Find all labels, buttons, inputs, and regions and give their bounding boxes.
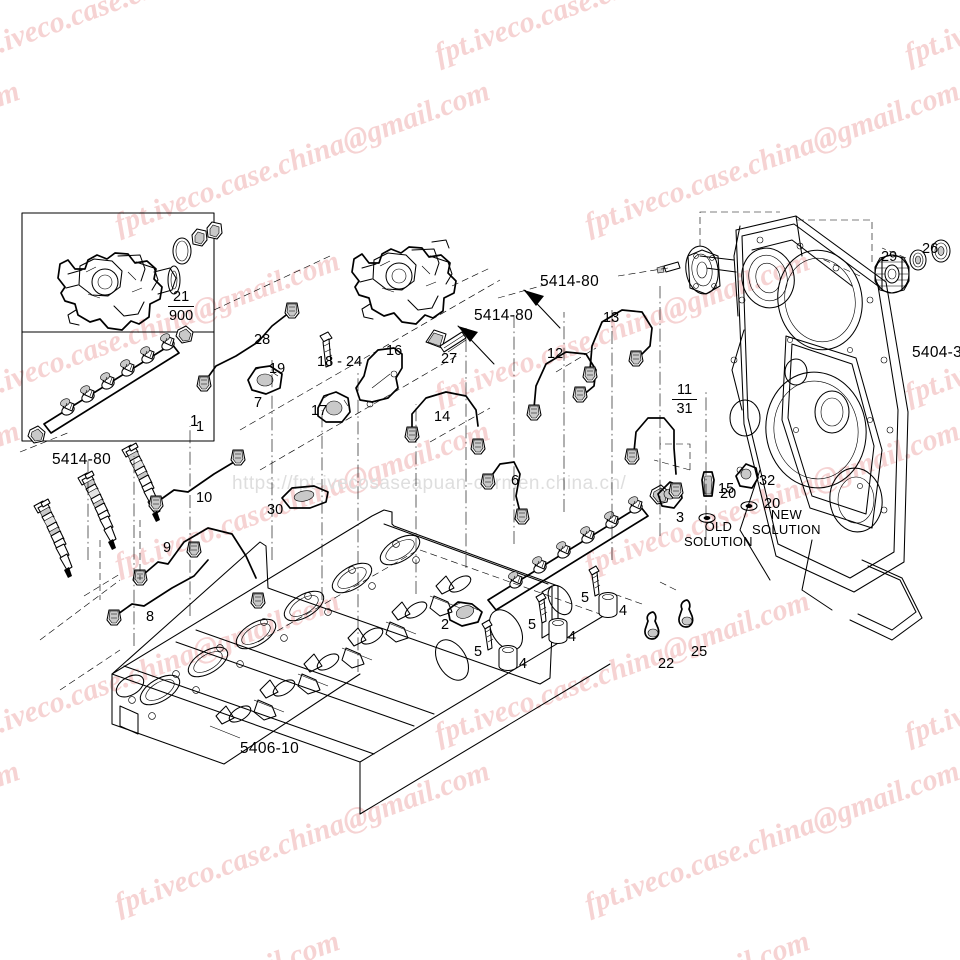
pipe-13 (582, 309, 653, 383)
pipe-group-right-code: 5414-80 (540, 273, 599, 290)
pipe-group-code-bottom: 31 (676, 401, 693, 417)
callout-1: 1 (196, 419, 205, 435)
arrow-5414-80-right (523, 289, 561, 329)
callout-5a: 5 (474, 644, 483, 660)
timing-gear-case-illustration (699, 215, 923, 641)
callout-15: 15 (718, 481, 735, 497)
callout-29: 29 (881, 249, 898, 265)
arrow-group (457, 289, 561, 365)
old-solution-label: OLD SOLUTION (684, 519, 753, 550)
clip-25 (678, 599, 694, 628)
drive-gear-illustration (874, 254, 910, 294)
leader-lines (19, 211, 907, 691)
callout-4b: 4 (568, 629, 577, 645)
new-solution-valve-32 (735, 463, 759, 489)
injector-pipe-10 (148, 449, 246, 512)
callout-18-24: 18 - 24 (317, 354, 363, 370)
callout-19: 19 (269, 361, 286, 377)
bracket-7-19 (247, 365, 283, 395)
callout-27: 27 (441, 351, 458, 367)
bracket-16 (355, 347, 403, 408)
old-solution-line2: SOLUTION (684, 533, 753, 549)
pipe-12 (526, 351, 597, 421)
callout-28: 28 (254, 332, 271, 348)
old-solution-line1: OLD (704, 519, 733, 534)
cylinder-head-illustration (111, 509, 611, 815)
callout-5c: 5 (581, 590, 590, 606)
old-solution-seal-20 (698, 513, 716, 523)
pipe-6 (480, 461, 530, 525)
callout-3: 3 (676, 510, 685, 526)
inset-rail-illustration (27, 325, 194, 444)
new-solution-line2: SOLUTION (752, 521, 821, 537)
bearing-illustration (931, 239, 951, 263)
callout-17: 17 (311, 403, 328, 419)
inset-pump-illustration (57, 252, 181, 331)
pipe-14 (404, 391, 486, 455)
inset-pump-code-top: 21 (168, 289, 195, 307)
pipe-11-31 (624, 417, 684, 499)
inset-rail-code: 1 (190, 413, 199, 430)
callout-20a: 20 (720, 486, 737, 502)
callout-4a: 4 (519, 656, 528, 672)
bolt-18-24 (319, 331, 333, 368)
callout-13: 13 (603, 310, 620, 326)
timing-case-code: 5404-32 (912, 344, 960, 361)
cylinder-head-code: 5406-10 (240, 740, 299, 757)
injector-pipe-9 (132, 527, 266, 609)
injector-group-code: 5414-80 (52, 451, 111, 468)
high-pressure-pump-illustration (351, 239, 457, 325)
callout-16: 16 (386, 343, 403, 359)
connector-17 (317, 391, 351, 423)
clip-22 (644, 611, 660, 640)
callout-30: 30 (267, 502, 284, 518)
pipe-group-left-code: 5414-80 (474, 307, 533, 324)
pipe-28 (196, 302, 300, 392)
gasket-30 (281, 485, 329, 509)
injector-pipe-8 (106, 541, 209, 626)
callout-32: 32 (759, 473, 776, 489)
callout-6: 6 (511, 473, 520, 489)
pipe-group-code-top: 11 (672, 382, 698, 400)
callout-9: 9 (163, 540, 172, 556)
new-solution-seal-20 (740, 501, 758, 511)
new-solution-label: NEW SOLUTION (752, 507, 821, 538)
inset-pump-code: 21 900 (168, 289, 195, 324)
fuel-rail-illustration (447, 481, 683, 672)
callout-14: 14 (434, 409, 451, 425)
bolt-27 (425, 329, 467, 353)
pipe-group-11-31-code: 11 31 (672, 382, 698, 417)
callout-5b: 5 (528, 617, 537, 633)
callout-25: 25 (691, 644, 708, 660)
callout-20b: 20 (764, 496, 781, 512)
callout-2: 2 (441, 617, 450, 633)
arrow-5414-80-left (457, 325, 495, 365)
inset-pump-code-bottom: 900 (168, 308, 194, 324)
pump-flange-illustration (656, 245, 721, 295)
callout-4c: 4 (619, 603, 628, 619)
callout-12: 12 (547, 346, 564, 362)
inset-box-group (21, 212, 223, 444)
callout-8: 8 (146, 609, 155, 625)
bearing-illustration (909, 249, 927, 271)
callout-22: 22 (658, 656, 675, 672)
callout-10: 10 (196, 490, 213, 506)
callout-7: 7 (254, 395, 263, 411)
old-solution-valve-15 (701, 471, 715, 497)
new-solution-line1: NEW (770, 507, 803, 522)
callout-26: 26 (922, 241, 939, 257)
